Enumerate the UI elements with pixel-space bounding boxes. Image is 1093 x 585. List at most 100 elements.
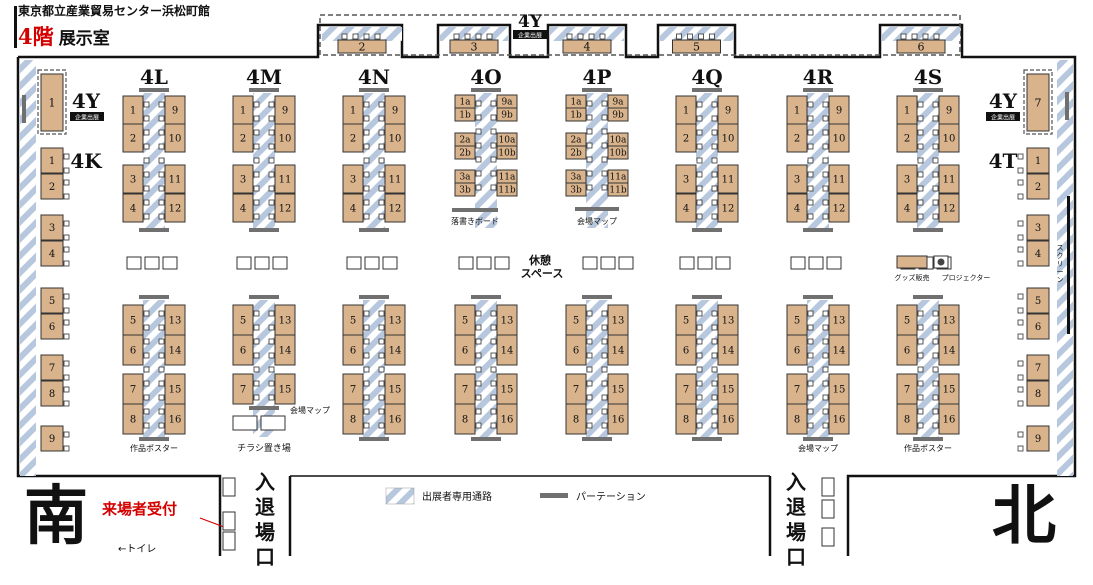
chair [711,199,718,206]
booth [938,334,960,366]
rest-table [236,256,252,270]
entrance-desk [821,527,835,547]
chair [917,380,924,387]
row-label-left-4k: 4K [70,149,102,173]
chair [822,199,829,206]
booth-number: 6 [794,346,800,357]
chair [917,366,924,373]
chair [586,170,593,177]
chair [490,184,497,191]
chair [490,324,497,331]
booth-number: 11 [279,175,292,186]
booth-number: 2a [570,136,582,146]
booth-number: 15 [833,385,846,396]
booth [828,334,850,366]
booth-number: 4 [350,204,356,215]
map-header: 東京都立産業貿易センター浜松町館 4階 展示室 [14,4,210,51]
chair [601,100,608,107]
booth [496,182,518,197]
entrance-char: 退 [786,495,806,519]
booth [40,173,64,200]
screen-label-char: リ [1057,260,1064,268]
rest-table [254,256,270,270]
partition [452,208,498,212]
chair [378,143,385,150]
booth-number: 16 [943,415,956,426]
chair [1017,179,1024,186]
booth [672,39,721,54]
booth [717,193,739,223]
booth [164,334,186,366]
chair [378,408,385,415]
partition [913,88,943,92]
booth-number: 2 [359,40,366,53]
booth-number: 16 [833,415,846,426]
chair [711,422,718,429]
chair [676,33,682,40]
chair [601,352,608,359]
booth [274,373,296,405]
booth-number: 1 [130,106,136,117]
booth-number: 6 [350,346,356,357]
partition [22,95,26,123]
booth-number: 1 [350,106,356,117]
chair [158,101,165,108]
partition [359,437,389,441]
chair [601,156,608,163]
booth-number: 11 [722,175,735,186]
chair [807,199,814,206]
chair [253,143,260,150]
chair [475,408,482,415]
chair [378,199,385,206]
chair [822,129,829,136]
chair [490,156,497,163]
poster-label: 作品ポスター [904,443,952,453]
rest-table [790,256,806,270]
booth [40,240,64,267]
rest-table [600,256,616,270]
booth [675,164,697,194]
chair [807,324,814,331]
chair [268,213,275,220]
booth [1026,425,1050,452]
corporate-area [1023,69,1053,135]
chair [63,386,70,393]
booth-number: 7 [130,385,136,396]
chair [464,33,471,40]
island-passage [917,93,939,228]
chair [822,352,829,359]
chair [588,33,595,40]
chair [253,310,260,317]
entrance-char: 退 [255,495,275,519]
booth-number: 1b [459,111,471,121]
booth-number: 3 [904,175,910,186]
booth [786,123,808,153]
booth-number: 13 [279,316,292,327]
chair [268,101,275,108]
chair [363,213,370,220]
rest-table [144,256,160,270]
booth-number: 1 [49,96,56,109]
chair [932,324,939,331]
booth [1026,287,1050,314]
chair [599,33,606,40]
chair [900,33,907,40]
booth [828,193,850,223]
chair [363,143,370,150]
booth [786,403,808,435]
chair [363,338,370,345]
booth-number: 3 [683,175,689,186]
partition [913,295,943,299]
chair [378,171,385,178]
booth-number: 7 [462,385,468,396]
booth [896,39,946,54]
toilet-sign: ←トイレ [118,544,157,555]
chair [63,193,70,200]
chair [932,199,939,206]
booth-number: 2 [794,134,800,145]
chair [253,338,260,345]
chair [932,129,939,136]
chair [143,422,150,429]
booth-number: 8 [904,415,910,426]
chair [822,310,829,317]
